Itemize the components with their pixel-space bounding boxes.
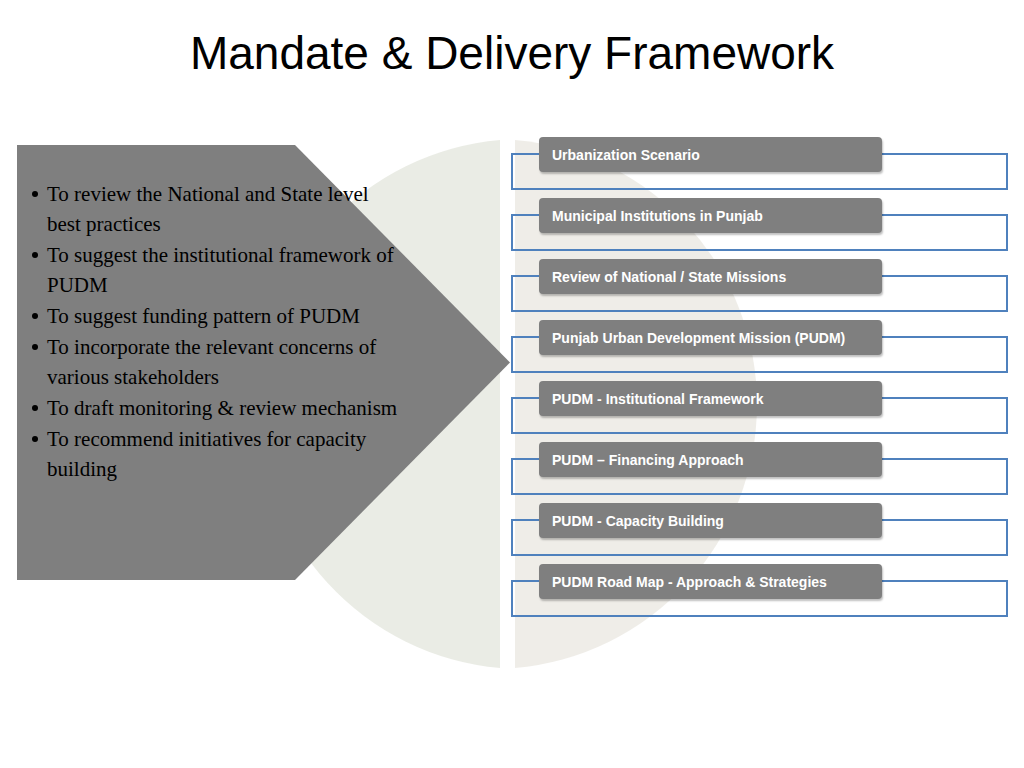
mandate-text: To incorporate the relevant concerns of … <box>47 332 407 392</box>
mandate-text: To review the National and State level b… <box>47 179 407 239</box>
step-label: Review of National / State Missions <box>552 269 786 285</box>
arrow-fill <box>17 145 510 580</box>
bullet-dot <box>32 436 38 442</box>
step-label: PUDM Road Map - Approach & Strategies <box>552 574 827 590</box>
step-box: PUDM - Institutional Framework <box>539 381 882 416</box>
step-box: Punjab Urban Development Mission (PUDM) <box>539 320 882 355</box>
bullet-item: To suggest funding pattern of PUDM <box>27 301 407 331</box>
step-label: PUDM – Financing Approach <box>552 452 744 468</box>
mandate-arrow: To review the National and State level b… <box>17 145 510 580</box>
bullet-item: To suggest the institutional framework o… <box>27 240 407 300</box>
bullet-item: To review the National and State level b… <box>27 179 407 239</box>
step-box: Municipal Institutions in Punjab <box>539 198 882 233</box>
bullet-item: To incorporate the relevant concerns of … <box>27 332 407 392</box>
bracket-group <box>512 154 1007 616</box>
step-label: PUDM - Capacity Building <box>552 513 724 529</box>
mandate-text: To recommend initiatives for capacity bu… <box>47 424 407 484</box>
step-label: PUDM - Institutional Framework <box>552 391 764 407</box>
step-label: Urbanization Scenario <box>552 147 700 163</box>
mandate-text: To suggest the institutional framework o… <box>47 240 407 300</box>
bullet-dot <box>32 252 38 258</box>
bullet-item: To recommend initiatives for capacity bu… <box>27 424 407 484</box>
bullet-dot <box>32 344 38 350</box>
step-label: Punjab Urban Development Mission (PUDM) <box>552 330 845 346</box>
mandate-text: To draft monitoring & review mechanism <box>47 393 407 423</box>
step-label: Municipal Institutions in Punjab <box>552 208 763 224</box>
bullet-item: To draft monitoring & review mechanism <box>27 393 407 423</box>
mandate-list: To review the National and State level b… <box>27 179 407 485</box>
mandate-text: To suggest funding pattern of PUDM <box>47 301 407 331</box>
step-box: Review of National / State Missions <box>539 259 882 294</box>
step-box: Urbanization Scenario <box>539 137 882 172</box>
step-box: PUDM – Financing Approach <box>539 442 882 477</box>
bullet-dot <box>32 405 38 411</box>
title: Mandate & Delivery Framework <box>0 26 1024 80</box>
step-box: PUDM Road Map - Approach & Strategies <box>539 564 882 599</box>
bullet-dot <box>32 313 38 319</box>
bullet-dot <box>32 191 38 197</box>
arrow-shape <box>17 145 510 580</box>
step-box: PUDM - Capacity Building <box>539 503 882 538</box>
